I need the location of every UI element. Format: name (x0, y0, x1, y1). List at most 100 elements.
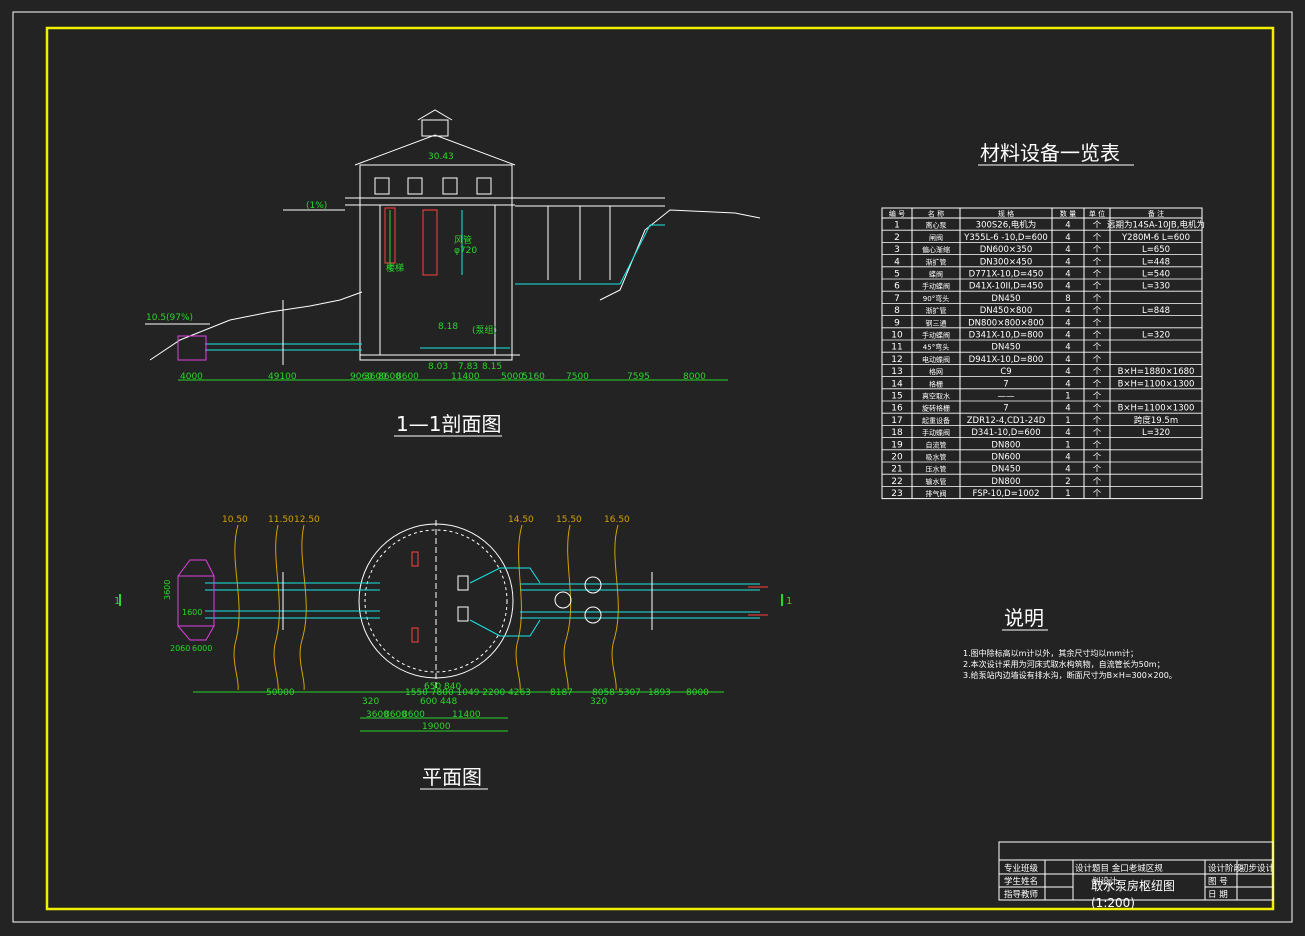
table-cell-r1-c3: 4 (1065, 233, 1070, 243)
pump-label: (泵组) (472, 324, 497, 336)
table-cell-r9-c4: 个 (1093, 331, 1102, 341)
plan-dim-r2-1: 8600 (384, 710, 407, 720)
table-cell-r14-c0: 15 (891, 392, 902, 402)
table-cell-r8-c1: 钢三通 (926, 318, 947, 327)
table-cell-r0-c2: 300S26,电机为 (976, 220, 1037, 231)
note-1: 1.图中除标高以m计以外，其余尺寸均以mm计； (963, 648, 1138, 658)
table-cell-r16-c4: 个 (1093, 416, 1102, 426)
table-cell-r11-c0: 12 (891, 355, 902, 365)
title-block (998, 841, 1274, 901)
note-2: 2.本次设计采用为河床式取水构筑物，自流管长为50m； (963, 659, 1165, 669)
left-elev: 10.5(97%) (146, 313, 193, 323)
plan-left-dims: 2060 6000 3600 1600 (163, 580, 212, 653)
pumphouse-inner (364, 529, 508, 673)
table-cell-r12-c1: 格网 (929, 367, 943, 376)
contour-11-50 (273, 524, 280, 691)
section-dim-5: 8600 (396, 372, 419, 382)
tb-r1c4: 初步设计 (1240, 863, 1275, 874)
table-cell-r19-c3: 4 (1065, 453, 1070, 463)
ground-line-left (149, 291, 363, 361)
section-dim-3: 3600 (364, 372, 387, 382)
window-4 (476, 177, 492, 195)
table-cell-r9-c5: L=320 (1142, 331, 1170, 341)
section-dim-4: 8600 (378, 372, 401, 382)
branch-1 (469, 567, 541, 584)
vent-d: φ720 (454, 246, 477, 256)
stair-label: 楼梯 (386, 262, 404, 274)
table-cell-r11-c2: D941X-10,D=800 (969, 355, 1044, 365)
plan-dim-r1-8: 5307 (618, 688, 641, 698)
table-cell-r11-c4: 个 (1093, 355, 1102, 365)
table-cell-r0-c5: 远期为14SA-10JB,电机为 (1107, 220, 1205, 231)
table-cell-r14-c2: —— (998, 392, 1016, 402)
plan-elev-5: 16.50 (604, 515, 630, 525)
section-dim-8: 5160 (522, 372, 545, 382)
table-cell-r3-c1: 渐扩管 (926, 257, 947, 266)
section-marker-right-label: 1 (786, 596, 792, 607)
plan-elev-1: 11.50 (268, 515, 294, 525)
table-cell-r18-c0: 19 (891, 440, 903, 450)
table-cell-r6-c1: 90°弯头 (923, 294, 949, 303)
table-cell-r17-c0: 18 (891, 428, 903, 438)
table-header-4: 单 位 (1089, 209, 1105, 218)
table-cell-r16-c1: 起重设备 (922, 416, 950, 425)
section-view (145, 109, 761, 381)
table-cell-r14-c3: 1 (1065, 392, 1070, 402)
table-cell-r16-c0: 17 (891, 416, 902, 426)
section-dim-10: 7595 (627, 372, 650, 382)
plan-dim-r2-2: 8600 (402, 710, 425, 720)
table-cell-r14-c4: 个 (1093, 392, 1102, 402)
pump-3 (411, 551, 419, 567)
table-cell-r21-c2: DN800 (991, 477, 1020, 487)
section-dim-9: 7500 (566, 372, 589, 382)
table-cell-r1-c1: 闸阀 (929, 233, 943, 242)
table-header-1: 名 称 (928, 209, 944, 218)
title-block-frame (998, 841, 1274, 901)
table-cell-r8-c0: 9 (894, 318, 900, 328)
note-3: 3.给泵站内边墙设有排水沟，断面尺寸为B×H=300×200。 (963, 670, 1177, 680)
table-cell-r21-c0: 22 (891, 477, 902, 487)
tb-r1c1: 专业班级 (1004, 863, 1039, 874)
table-cell-r15-c0: 16 (891, 404, 903, 414)
table-cell-r4-c5: L=540 (1142, 270, 1170, 280)
contour-14-50 (515, 524, 523, 691)
table-cell-r5-c1: 手动蝶阀 (922, 282, 950, 291)
table-cell-r13-c4: 个 (1093, 379, 1102, 389)
table-cell-r7-c1: 渐扩管 (926, 306, 947, 315)
table-header-0: 编 号 (889, 209, 905, 218)
table-cell-r11-c3: 4 (1065, 355, 1070, 365)
table-cell-r2-c2: DN600×350 (980, 245, 1032, 255)
table-cell-r5-c0: 6 (894, 282, 900, 292)
cupola (421, 119, 449, 137)
intake-head (177, 559, 215, 641)
table-cell-r2-c0: 3 (894, 245, 900, 255)
table-cell-r17-c2: D341-10,D=600 (971, 428, 1040, 438)
table-cell-r18-c1: 自流管 (926, 440, 947, 449)
window-1 (374, 177, 390, 195)
table-cell-r2-c1: 偏心渐缩 (922, 245, 950, 254)
table-cell-r5-c2: D41X-10II,D=450 (969, 282, 1043, 292)
table-cell-r12-c2: C9 (1000, 367, 1011, 377)
valve-2 (584, 576, 602, 594)
table-cell-r9-c0: 10 (891, 331, 903, 341)
table-cell-r6-c3: 8 (1065, 294, 1070, 304)
table-cell-r20-c1: 压水管 (926, 465, 947, 474)
table-cell-r8-c4: 个 (1093, 318, 1102, 328)
table-cell-r17-c1: 手动蝶阀 (922, 428, 950, 437)
table-cell-r15-c2: 7 (1003, 404, 1008, 414)
table-header-3: 数 量 (1060, 209, 1076, 218)
section-dim-0: 4000 (180, 372, 203, 382)
plan-left-dim-2: 6000 (192, 644, 212, 653)
table-cell-r20-c2: DN450 (991, 465, 1020, 475)
section-dim-6: 11400 (451, 372, 480, 382)
title-block-text: 专业班级 设计题目 金口老城区规 设计阶段 初步设计 学生姓名 划设计 图 号 … (1004, 863, 1275, 900)
table-cell-r3-c0: 4 (894, 257, 900, 267)
table-cell-r10-c2: DN450 (991, 343, 1020, 353)
pump-2 (457, 606, 469, 622)
cupola-top (417, 109, 453, 121)
table-cell-r17-c3: 4 (1065, 428, 1070, 438)
tb-r3c1: 指导教师 (1004, 889, 1039, 900)
el-7-83: 7.83 (458, 362, 478, 372)
